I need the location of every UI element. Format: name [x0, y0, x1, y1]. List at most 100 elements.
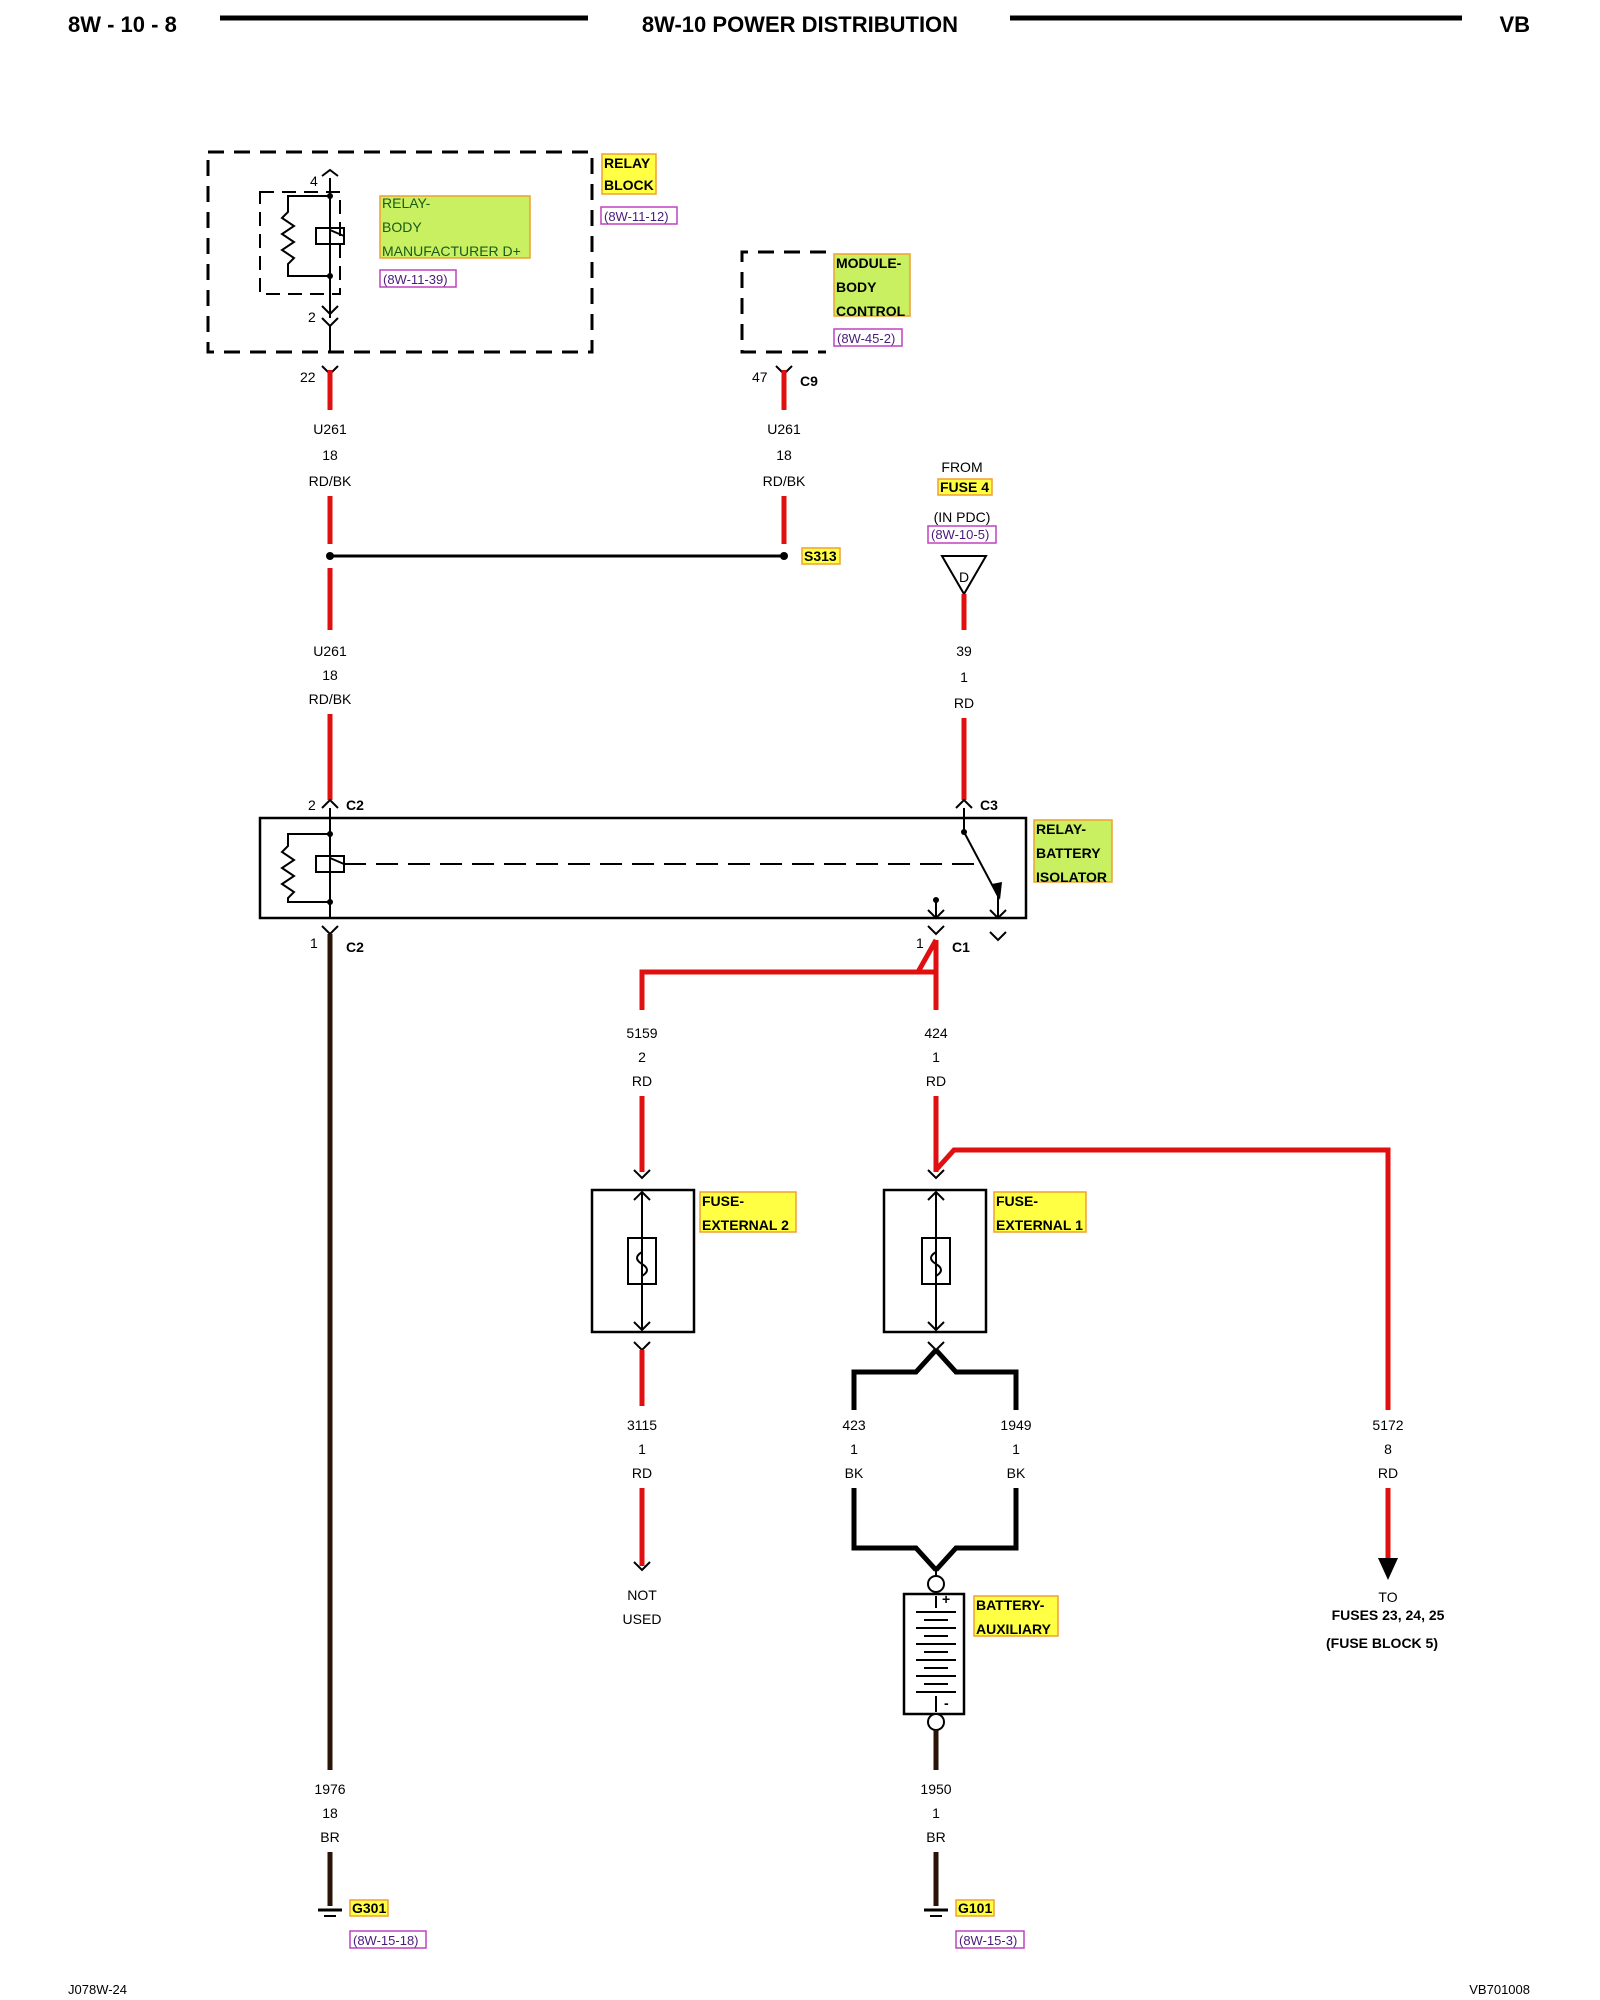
relay-battery-isolator: 2 C2 C3 RELAY- BATTERY ISOLATOR 1 C2 1	[258, 797, 1113, 955]
wire-u261-c-circuit: U261	[313, 643, 347, 659]
battery-name-1: BATTERY-	[976, 1597, 1045, 1613]
wire-1950-color: BR	[926, 1829, 945, 1845]
wire-1949-gauge: 1	[1012, 1441, 1020, 1457]
isolator-conn-c3: C3	[980, 797, 998, 813]
isolator-conn-c1: C1	[952, 939, 970, 955]
relay-block-title-2: BLOCK	[604, 177, 654, 193]
fuse-ext1-name-2: EXTERNAL 1	[996, 1217, 1083, 1233]
wire-424: 424 1 RD	[924, 972, 1391, 1410]
isolator-conn-out: C2	[346, 939, 364, 955]
relay-block: RELAY BLOCK (8W-11-12) RELAY- BODY MANUF…	[206, 150, 678, 385]
wire-u261-a-color: RD/BK	[309, 473, 352, 489]
module-name-2: BODY	[836, 279, 877, 295]
wire-u261-b-circuit: U261	[767, 421, 801, 437]
wire-1976: 1976 18 BR	[314, 934, 346, 1906]
relay-name-3: MANUFACTURER D+	[382, 243, 521, 259]
wire-1976-gauge: 18	[322, 1805, 338, 1821]
fuse-ext1-name-1: FUSE-	[996, 1193, 1038, 1209]
isolator-pin-out: 1	[310, 935, 318, 951]
wires-423-1949: 423 1 BK 1949 1 BK	[842, 1348, 1032, 1572]
fuse4-where: (IN PDC)	[934, 509, 991, 525]
footer: J078W-24 VB701008	[68, 1982, 1530, 1997]
fuse-external-2: FUSE- EXTERNAL 2 3115 1 RD NOT USED	[590, 1169, 797, 1627]
wire-424-color: RD	[926, 1073, 946, 1089]
relay-block-title-1: RELAY	[604, 155, 651, 171]
module-name-1: MODULE-	[836, 255, 902, 271]
to-fuses-3: (FUSE BLOCK 5)	[1326, 1635, 1438, 1651]
fuse4-name: FUSE 4	[940, 479, 989, 495]
wire-1949-color: BK	[1007, 1465, 1026, 1481]
fuse-external-1: FUSE- EXTERNAL 1	[882, 1169, 1087, 1352]
wire-u261-c-gauge: 18	[322, 667, 338, 683]
wire-3115-circuit: 3115	[627, 1417, 657, 1433]
ground-g301-name: G301	[352, 1900, 386, 1916]
page-title: 8W-10 POWER DISTRIBUTION	[642, 12, 958, 37]
to-fuses-1: TO	[1378, 1589, 1397, 1605]
fuse4-connector-letter: D	[959, 569, 969, 585]
wire-5172: 5172 8 RD TO FUSES 23, 24, 25 (FUSE BLOC…	[1326, 1417, 1445, 1651]
relay-ref: (8W-11-39)	[383, 272, 448, 287]
wire-1950-circuit: 1950	[920, 1781, 951, 1797]
ground-g301: G301 (8W-15-18)	[318, 1899, 427, 1949]
header: 8W - 10 - 8 8W-10 POWER DISTRIBUTION VB	[68, 12, 1530, 37]
ground-g101-name: G101	[958, 1900, 992, 1916]
battery-plus: +	[942, 1591, 950, 1607]
ground-g301-ref: (8W-15-18)	[353, 1933, 419, 1948]
relay-pin-2: 2	[308, 309, 316, 325]
wire-u261-a-gauge: 18	[322, 447, 338, 463]
not-used-1: NOT	[627, 1587, 657, 1603]
ground-g101-ref: (8W-15-3)	[959, 1933, 1017, 1948]
relay-name-1: RELAY-	[382, 195, 431, 211]
relay-cavity-22: 22	[300, 369, 316, 385]
wire-423-gauge: 1	[850, 1441, 858, 1457]
wire-39-gauge: 1	[960, 669, 968, 685]
wire-1950: 1950 1 BR	[920, 1730, 952, 1906]
wire-424-gauge: 1	[932, 1049, 940, 1065]
wire-u261-b-gauge: 18	[776, 447, 792, 463]
wire-3115-color: RD	[632, 1465, 652, 1481]
wire-u261-relay: U261 18 RD/BK	[309, 365, 352, 544]
wire-u261-module: U261 18 RD/BK	[763, 365, 806, 544]
wire-u261-a-circuit: U261	[313, 421, 347, 437]
wire-39-color: RD	[954, 695, 974, 711]
wire-5172-gauge: 8	[1384, 1441, 1392, 1457]
isolator-name-1: RELAY-	[1036, 821, 1086, 837]
wire-u261-lower: U261 18 RD/BK	[309, 568, 352, 800]
relay-pin-4: 4	[310, 173, 318, 189]
fuse4-source: FROM FUSE 4 (IN PDC) (8W-10-5) D 39 1 RD	[927, 459, 997, 800]
footer-right: VB701008	[1469, 1982, 1530, 1997]
module-cavity-47: 47	[752, 369, 768, 385]
wire-423-circuit: 423	[842, 1417, 866, 1433]
wire-u261-c-color: RD/BK	[309, 691, 352, 707]
module-body-control: MODULE- BODY CONTROL (8W-45-2) 47 C9	[740, 250, 911, 389]
splice-s313: S313	[326, 547, 841, 565]
wire-423-color: BK	[845, 1465, 864, 1481]
not-used-2: USED	[623, 1611, 662, 1627]
wire-5172-color: RD	[1378, 1465, 1398, 1481]
wire-1976-circuit: 1976	[314, 1781, 345, 1797]
isolator-pin-in: 2	[308, 797, 316, 813]
wire-5172-circuit: 5172	[1372, 1417, 1403, 1433]
isolator-pin-c1: 1	[916, 935, 924, 951]
footer-left: J078W-24	[68, 1982, 127, 1997]
vehicle-code: VB	[1499, 12, 1530, 37]
isolator-name-3: ISOLATOR	[1036, 869, 1107, 885]
relay-block-ref: (8W-11-12)	[604, 209, 669, 224]
wire-5159-circuit: 5159	[626, 1025, 657, 1041]
wire-39-circuit: 39	[956, 643, 972, 659]
wire-3115-gauge: 1	[638, 1441, 646, 1457]
module-ref: (8W-45-2)	[837, 331, 895, 346]
battery-name-2: AUXILIARY	[976, 1621, 1052, 1637]
battery-auxiliary: + - BATTERY- AUXILIARY	[902, 1570, 1059, 1731]
page-number: 8W - 10 - 8	[68, 12, 177, 37]
fuse-ext2-name-2: EXTERNAL 2	[702, 1217, 789, 1233]
wire-1949-circuit: 1949	[1000, 1417, 1031, 1433]
wire-424-circuit: 424	[924, 1025, 948, 1041]
fuse4-from: FROM	[941, 459, 982, 475]
battery-minus: -	[944, 1695, 949, 1711]
wire-5159: 5159 2 RD	[626, 938, 939, 1172]
module-connector-c9: C9	[800, 373, 818, 389]
wire-u261-b-color: RD/BK	[763, 473, 806, 489]
wire-1976-color: BR	[320, 1829, 339, 1845]
